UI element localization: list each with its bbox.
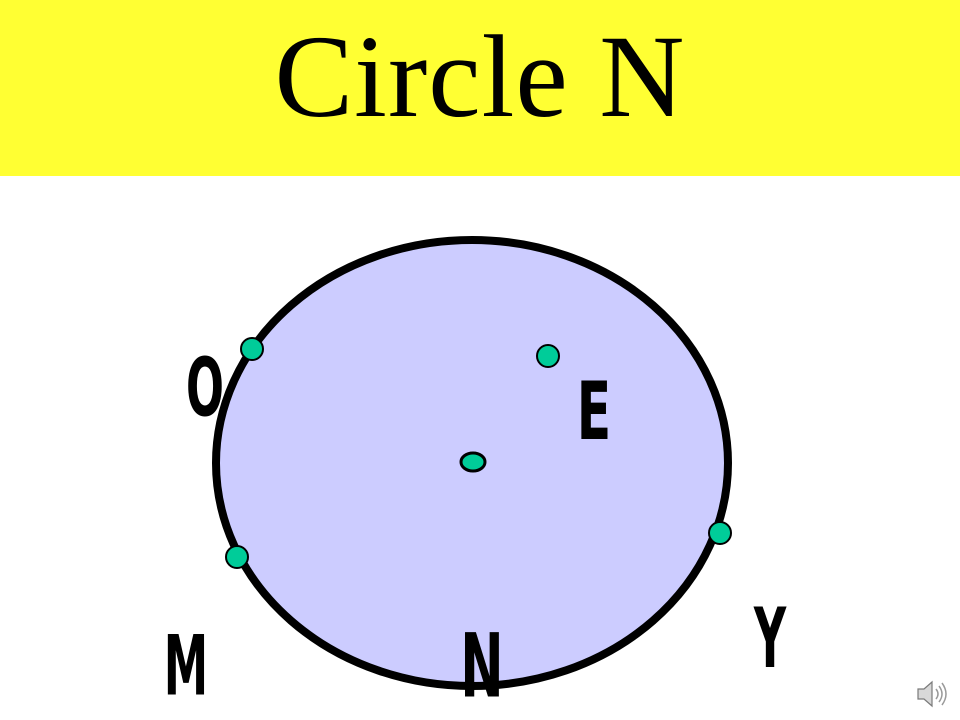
point-y-dot[interactable] [708,521,732,545]
speaker-icon[interactable] [914,676,954,712]
point-e-label: E [577,365,611,459]
point-n-dot[interactable] [459,451,487,473]
title-bar: Circle N [0,0,960,176]
point-o-label: O [186,343,224,436]
slide-title: Circle N [274,11,686,142]
point-m-label: M [164,617,208,714]
point-o-dot[interactable] [240,337,264,361]
point-m-dot[interactable] [225,545,249,569]
point-y-label: Y [753,590,787,687]
point-e-dot[interactable] [536,344,560,368]
point-n-label: N [460,616,503,718]
